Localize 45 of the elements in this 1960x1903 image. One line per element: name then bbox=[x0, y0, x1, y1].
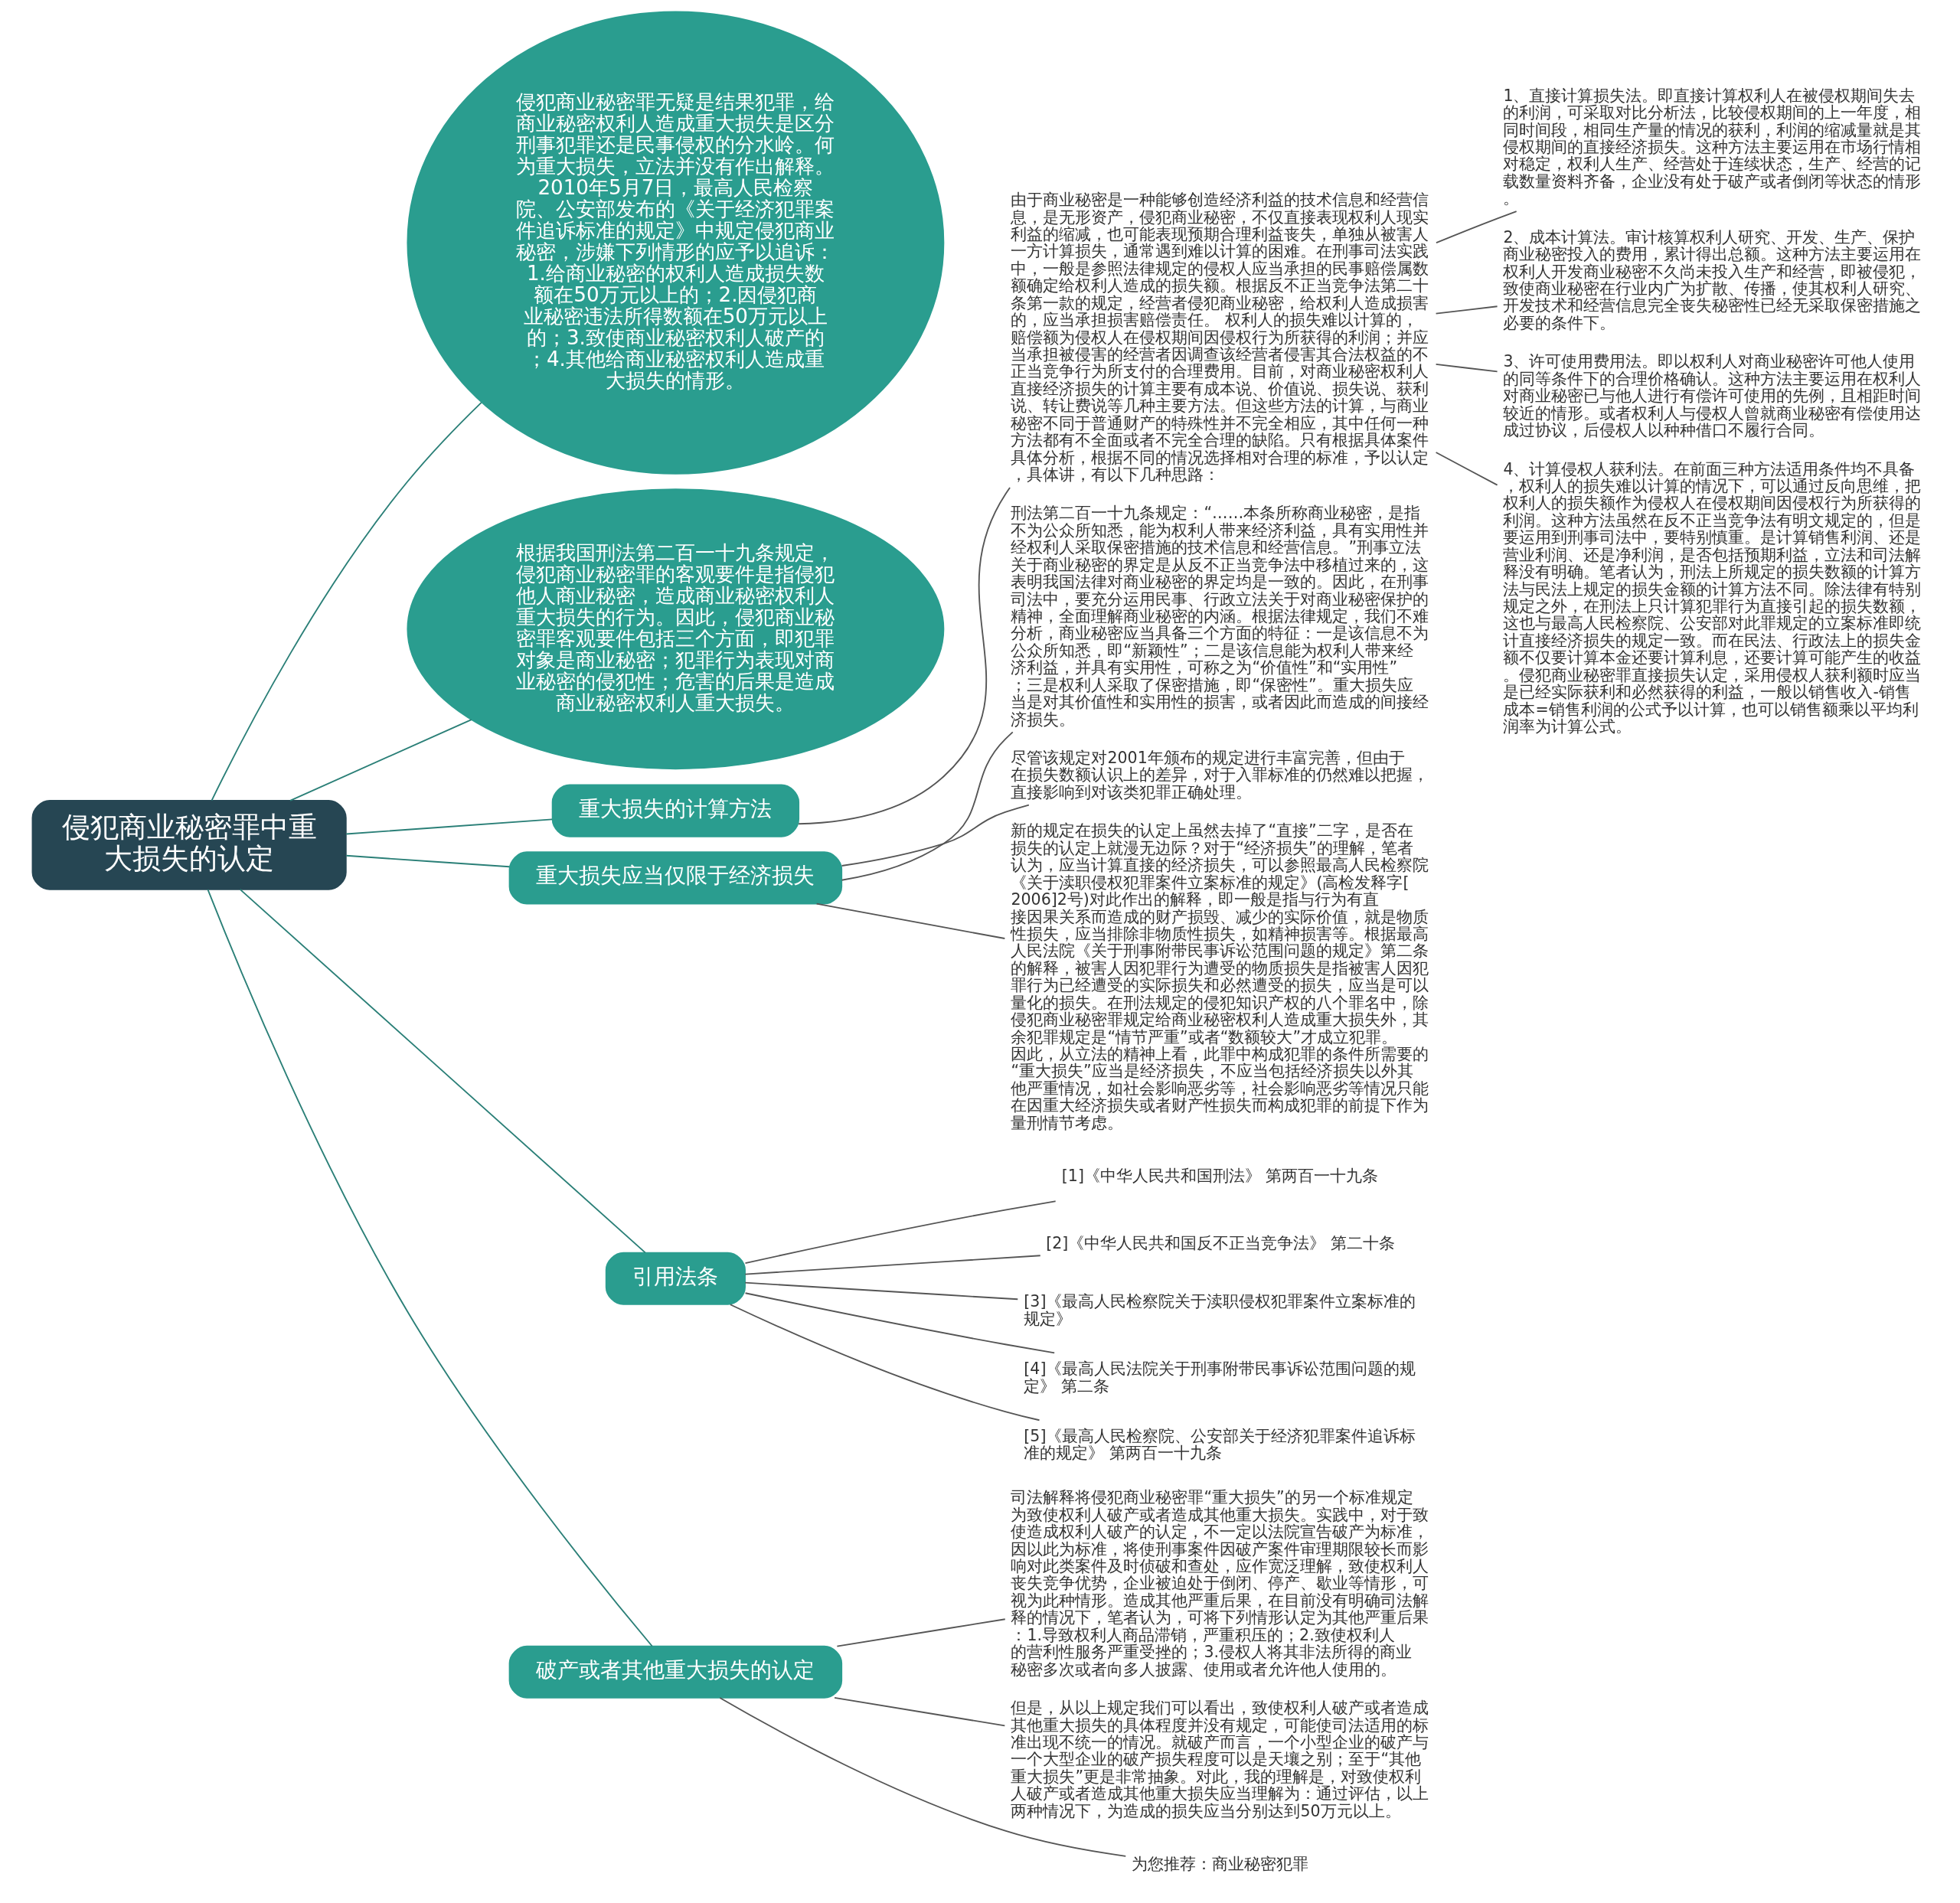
connector bbox=[211, 401, 482, 801]
node-text: 司法解释将侵犯商业秘密罪“重大损失”的另一个标准规定为致使权利人破产或者造成其他重大损失。实践中，对于致使造成权利人破产的认定，不一定以法院宣告破产为标准，因以此为标准，将使刑事案件因破产案件审理期限较长而影响对此类案件及时侦破和查处，应作宽泛理解，致使权利人丧失竞争优势，企业被迫处于倒闭、停产、歇业等情形，可视为此种情形。造成其他严重后果，在目前没有明确司法解释的情况下，笔者认为，可将下列情形认定为其他严重后果：1.导致权利人商品滞销，严重积压的；2.致使权利人的营利性服务严重受挫的；3.侵权人将其非法所得的商业秘密多次或者向多人披露、使用或者允许他人使用的。 bbox=[1010, 1488, 1429, 1679]
node-text: 3、许可使用费用法。即以权利人对商业秘密许可他人使用的同等条件下的合理价格确认。这种方法主要运用在权利人对商业秘密已与他人进行有偿许可使用的先例，且相距时间较近的情形。或者权利人与侵权人曾就商业秘密有偿使用达成过协议，后侵权人以种种借口不履行合同。 bbox=[1502, 352, 1921, 440]
connector bbox=[841, 731, 1014, 881]
connector bbox=[833, 1697, 1005, 1727]
node-text: 由于商业秘密是一种能够创造经济利益的技术信息和经营信息，是无形资产，侵犯商业秘密，不仅直接表现权利人现实利益的缩减，也可能表现预期合理利益丧失，单独从被害人一方计算损失，通常遇到难以计算的困难。在刑事司法实践中，一般是参照法律规定的侵权人应当承担的民事赔偿属数额确定给权利人造成的损失额。根据反不正当竞争法第二十条第一款的规定，经营者侵犯商业秘密，给权利人造成损害的，应当承担损害赔偿责任。 权利人的损失难以计算的，赔偿额为侵权人在侵权期间因侵权行为所获得的利润；并应当承担被侵害的经营者因调查该经营者侵害其合法权益的不正当竞争行为所支付的合理费用。目前，对商业秘密权利人直接经济损失的计算主要有成本说、价值说、损失说、获利说、转让费说等几种主要方法。但这些方法的计算，与商业秘密不同于普通财产的特殊性并不完全相应，其中任何一种方法都有不全面或者不完全合理的缺陷。只有根据具体案件具体分析，根据不同的情况选择相对合理的标准，予以认定，具体讲，有以下几种思路： bbox=[1010, 191, 1429, 484]
node-text: 新的规定在损失的认定上虽然去掉了“直接”二字，是否在损失的认定上就漫无边际？对于“经济损失”的理解，笔者认为，应当计算直接的经济损失，可以参照最高人民检察院《关于渎职侵权犯罪案件立案标准的规定》(高检发释字[2006]2号)对此作出的解释，即一般是指与行为有直接因果关系而造成的财产损毁、减少的实际价值，就是物质性损失，应当排除非物质性损失，如精神损害等。根据最高人民法院《关于刑事附带民事诉讼范围问题的规定》第二条的解释，被害人因犯罪行为遭受的物质损失是指被害人因犯罪行为已经遭受的实际损失和必然遭受的损失，应当是可以量化的损失。在刑法规定的侵犯知识产权的八个罪名中，除侵犯商业秘密罪规定给商业秘密权利人造成重大损失外，其余犯罪规定是“情节严重”或者“数额较大”才成立犯罪。因此，从立法的精神上看，此罪中构成犯罪的条件所需要的“重大损失”应当是经济损失，不应当包括经济损失以外其他严重情况，如社会影响恶劣等，社会影响恶劣等情况只能在因重大经济损失或者财产性损失而构成犯罪的前提下作为量刑情节考虑。 bbox=[1010, 821, 1429, 1132]
connector bbox=[841, 804, 1030, 867]
node-text: [1]《中华人民共和国刑法》 第两百一十九条 bbox=[1061, 1166, 1378, 1185]
node-box: 侵犯商业秘密罪中重大损失的认定 bbox=[31, 800, 347, 890]
node-box: 重大损失应当仅限于经济损失 bbox=[508, 851, 842, 905]
connector bbox=[1435, 452, 1498, 486]
node-text: 但是，从以上规定我们可以看出，致使权利人破产或者造成其他重大损失的具体程度并没有规定，可能使司法适用的标准出现不统一的情况。就破产而言，一个小型企业的破产与一个大型企业的破产损失程度可以是天壤之别；至于“其他重大损失”更是非常抽象。对此，我的理解是，对致使权利人破产或者造成其他重大损失应当理解为：通过评估，以上两种情况下，为造成的损失应当分别达到50万元以上。 bbox=[1010, 1699, 1429, 1820]
connector bbox=[1435, 211, 1517, 244]
node-text: 1、直接计算损失法。即直接计算权利人在被侵权期间失去的利润，可采取对比分析法，比较侵权期间的上一年度，相同时间段，相同生产量的情况的获利，利润的缩减量就是其侵权期间的直接经济损失。这种方法主要运用在市场行情相对稳定，权利人生产、经营处于连续状态，生产、经营的记载数量资料齐备，企业没有处于破产或者倒闭等状态的情形。 bbox=[1502, 86, 1921, 208]
connector bbox=[797, 487, 1011, 825]
node-text: 刑法第二百一十九条规定：“……本条所称商业秘密，是指不为公众所知悉，能为权利人带来经济利益，具有实用性并经权利人采取保密措施的技术信息和经营信息。”刑事立法关于商业秘密的界定是从反不正当竞争法中移植过来的，这表明我国法律对商业秘密的界定均是一致的。因此，在刑事司法中，要充分运用民事、行政立法关于对商业秘密保护的精神，全面理解商业秘密的内涵。根据法律规定，我们不难分析，商业秘密应当具备三个方面的特征：一是该信息不为公众所知悉，即“新颖性”；二是该信息能为权利人带来经济利益，并具有实用性，可称之为“价值性”和“实用性”；三是权利人采取了保密措施，即“保密性”。重大损失应当是对其价值性和实用性的损害，或者因此而造成的间接经济损失。 bbox=[1010, 504, 1429, 729]
node-box: 破产或者其他重大损失的认定 bbox=[508, 1645, 842, 1699]
connector bbox=[345, 818, 553, 835]
node-box: 重大损失的计算方法 bbox=[551, 784, 799, 837]
connector bbox=[815, 903, 1005, 939]
connector bbox=[718, 1697, 1126, 1857]
connector bbox=[744, 1200, 1057, 1265]
connector bbox=[345, 854, 510, 868]
node-box: 引用法条 bbox=[605, 1252, 746, 1305]
node-ellipse: 侵犯商业秘密罪无疑是结果犯罪，给商业秘密权利人造成重大损失是区分刑事犯罪还是民事侵权的分水岭。何为重大损失，立法并没有作出解释。2010年5月7日，最高人民检察院、公安部发布的《关于经济犯罪案件追诉标准的规定》中规定侵犯商业秘密，涉嫌下列情形的应予以追诉：1.给商业秘密的权利人造成损失数额在50万元以上的；2.因侵犯商业秘密违法所得数额在50万元以上的；3.致使商业秘密权利人破产的；4.其他给商业秘密权利人造成重大损失的情形。 bbox=[406, 11, 944, 475]
node-text: [4]《最高人民法院关于刑事附带民事诉讼范围问题的规定》 第二条 bbox=[1023, 1360, 1416, 1395]
connector bbox=[1435, 363, 1498, 373]
connector bbox=[207, 889, 653, 1647]
connector bbox=[835, 1618, 1006, 1647]
node-text: 2、成本计算法。审计核算权利人研究、开发、生产、保护商业秘密投入的费用，累计得出总额。这种方法主要运用在权利人开发商业秘密不久尚未投入生产和经营，即被侵犯，致使商业秘密在行业内广为扩散、传播，使其权利人研究、开发技术和经营信息完全丧失秘密性已经无采取保密措施之必要的条件下。 bbox=[1502, 227, 1921, 332]
connector bbox=[289, 719, 472, 801]
node-text: [5]《最高人民检察院、公安部关于经济犯罪案件追诉标准的规定》 第两百一十九条 bbox=[1023, 1426, 1416, 1463]
connector bbox=[743, 1255, 1041, 1275]
node-text: 4、计算侵权人获利法。在前面三种方法适用条件均不具备，权利人的损失难以计算的情况下，可以通过反向思维，把权利人的损失额作为侵权人在侵权期间因侵权行为所获得的利润。这种方法虽然在反不正当竞争法有明文规定的，但是要运用到刑事司法中，要特别慎重。是计算销售利润、还是营业利润、还是净利润，是否包括预期利益，立法和司法解释没有明确。笔者认为，刑法上所规定的损失数额的计算方法与民法上规定的损失金额的计算方法不同。除法律有特别规定之外，在刑法上只计算犯罪行为直接引起的损失数额，这也与最高人民检察院、公安部对此罪规定的立案标准即统计直接经济损失的规定一致。而在民法、行政法上的损失金额不仅要计算本金还要计算利息，还要计算可能产生的收益。侵犯商业秘密罪直接损失认定，采用侵权人获利额时应当是已经实际获利和必然获得的利益，一般以销售收入-销售成本=销售利润的公式予以计算，也可以销售额乘以平均利润率为计算公式。 bbox=[1502, 459, 1921, 736]
connector bbox=[744, 1292, 1055, 1354]
connector bbox=[729, 1304, 1040, 1422]
connector bbox=[1435, 305, 1498, 315]
connector bbox=[239, 888, 646, 1254]
node-ellipse: 根据我国刑法第二百一十九条规定，侵犯商业秘密罪的客观要件是指侵犯他人商业秘密，造成商业秘密权利人重大损失的行为。因此，侵犯商业秘密罪客观要件包括三个方面，即犯罪对象是商业秘密；犯罪行为表现对商业秘密的侵犯性；危害的后果是造成商业秘密权利人重大损失。 bbox=[406, 488, 944, 770]
node-text: [3]《最高人民检察院关于渎职侵权犯罪案件立案标准的规定》 bbox=[1023, 1292, 1416, 1328]
connector bbox=[743, 1281, 1018, 1301]
node-text: 为您推荐：商业秘密犯罪 bbox=[1131, 1854, 1308, 1873]
node-text: [2]《中华人民共和国反不正当竞争法》 第二十条 bbox=[1045, 1233, 1395, 1252]
node-text: 尽管该规定对2001年颁布的规定进行丰富完善，但由于在损失数额认识上的差异，对于入罪标准的仍然难以把握，直接影响到对该类犯罪正确处理。 bbox=[1010, 749, 1429, 801]
